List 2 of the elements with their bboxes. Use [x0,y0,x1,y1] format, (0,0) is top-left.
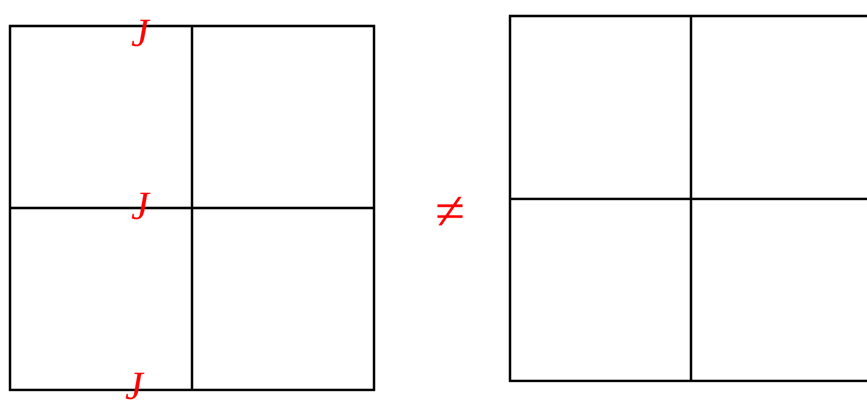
not-equal-sign: ≠ [437,196,463,226]
j-label: J [132,20,150,46]
